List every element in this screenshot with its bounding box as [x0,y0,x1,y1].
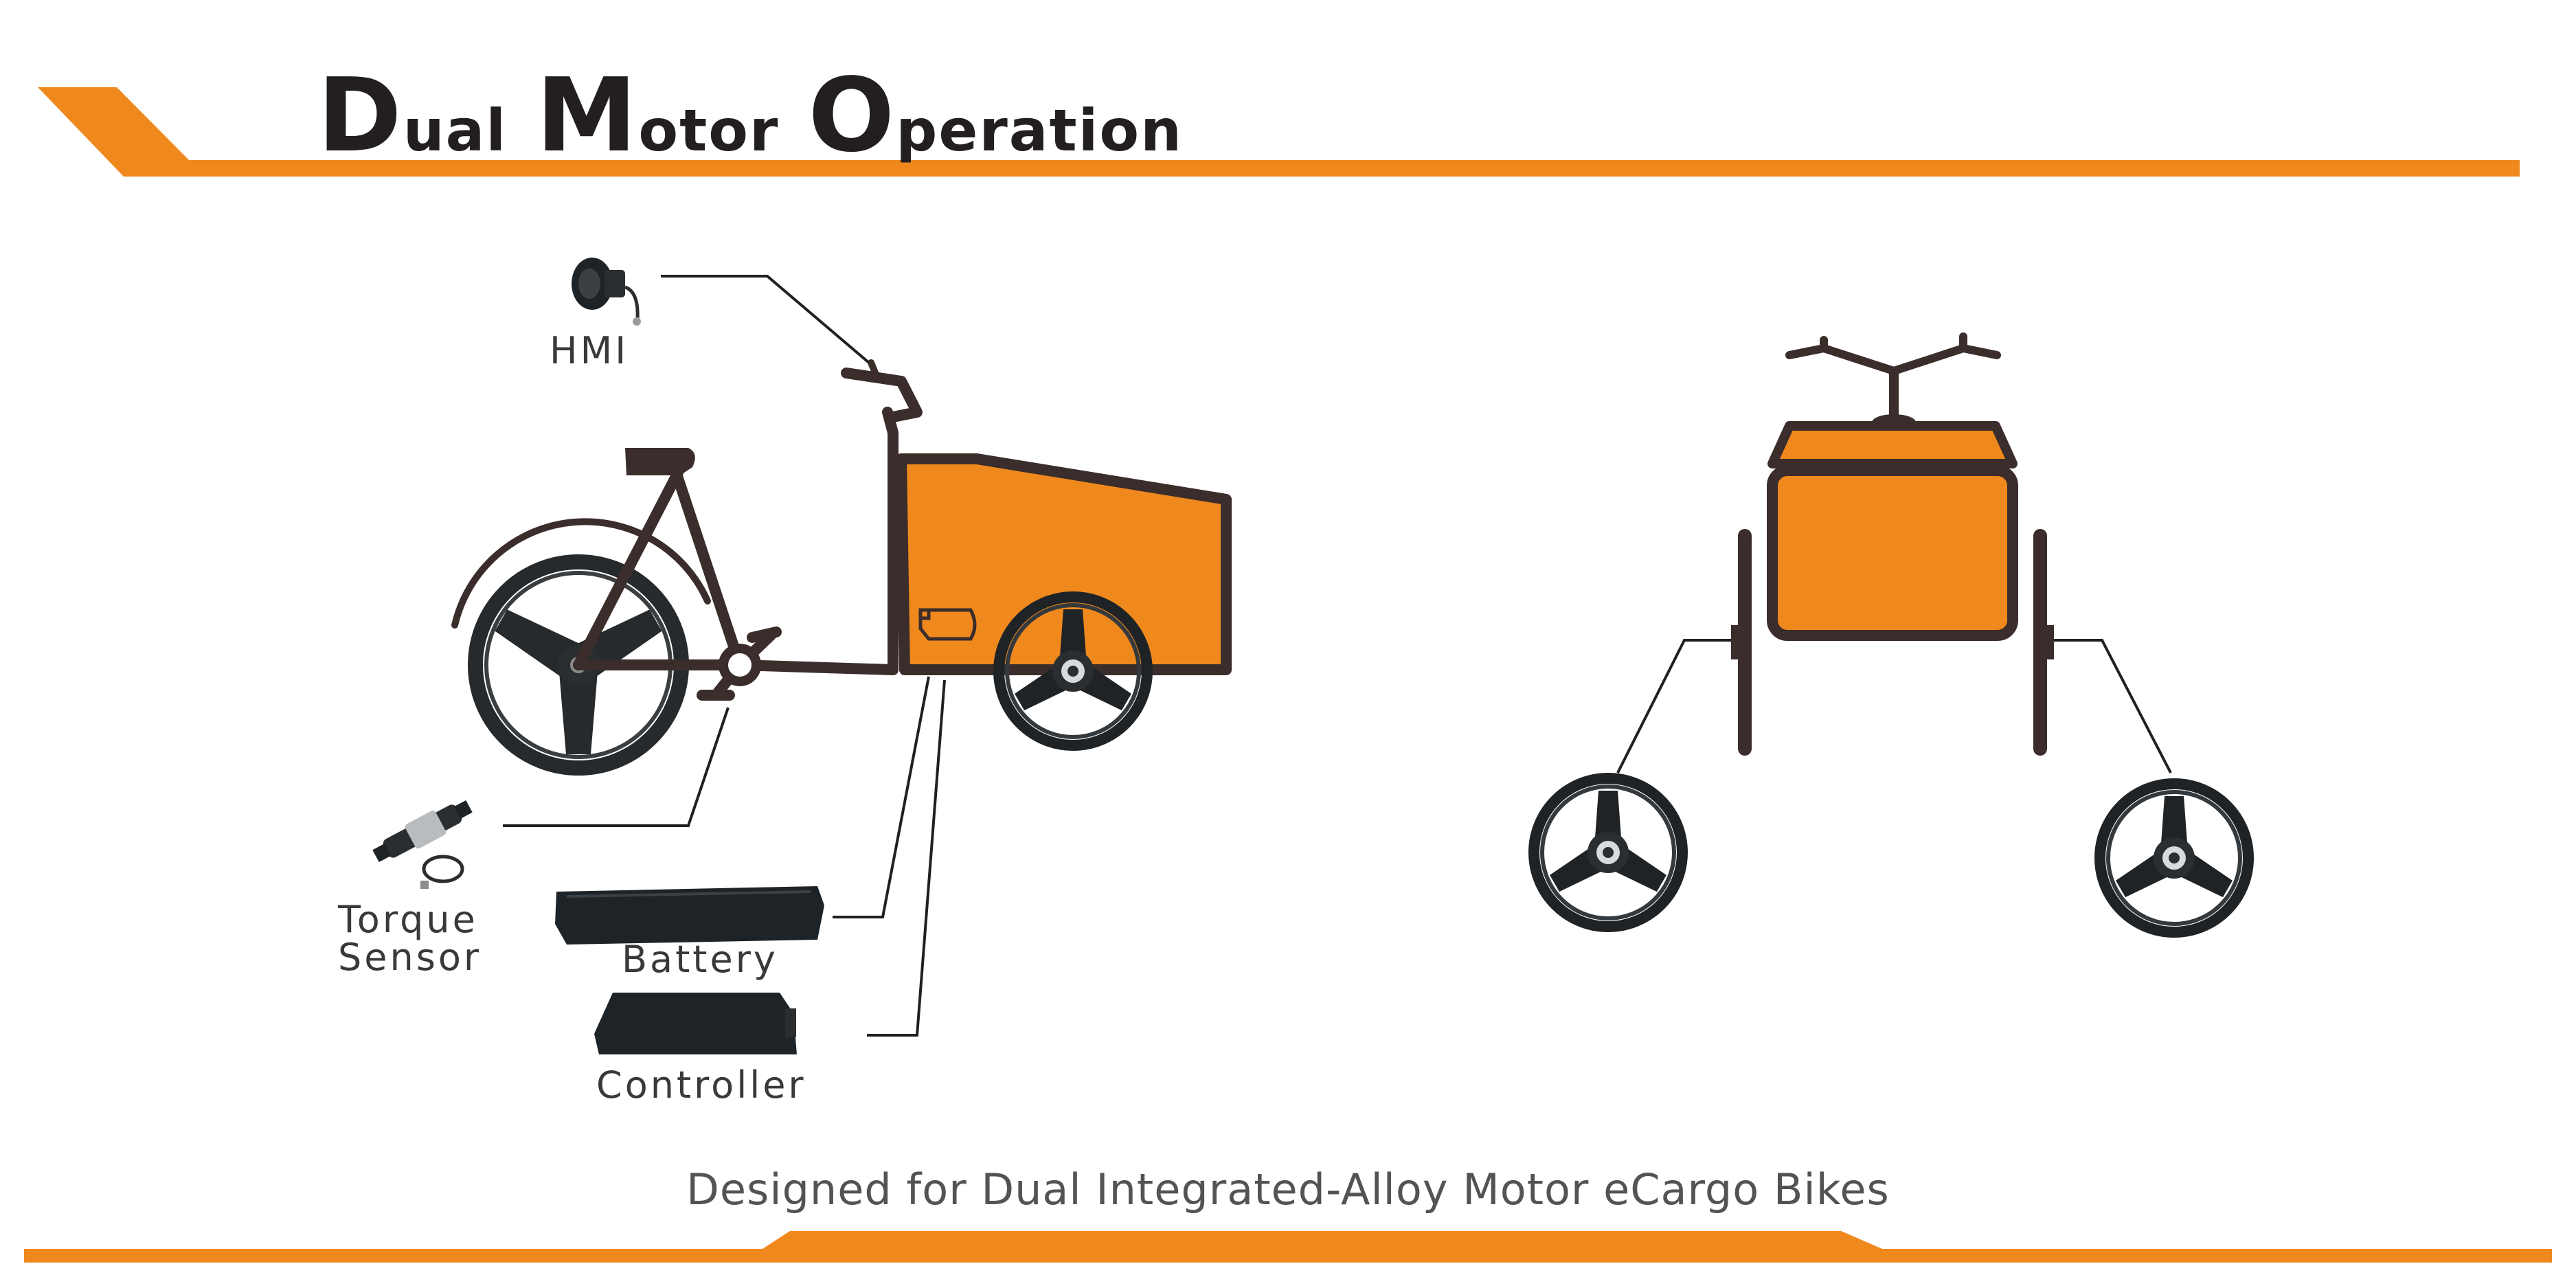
front-cargo-box [1767,465,2018,641]
battery-pack-icon [555,886,824,945]
title-rest-1: ual [403,97,508,164]
page-title: Dual Motor Operation [317,56,1183,174]
title-cap-3: O [808,56,896,174]
page-subtitle: Designed for Dual Integrated-Alloy Motor… [686,1164,1890,1214]
title-cap-2: M [536,56,639,174]
torque-sensor-icon [372,800,473,889]
header-accent-band [38,87,2520,177]
right-front-motor-wheel [2100,784,2248,932]
battery-label: Battery [622,938,778,981]
cargo-box [896,453,1232,675]
cargo-bike-front-view [1534,332,2248,932]
title-cap-1: D [317,56,403,174]
controller-label: Controller [596,1063,806,1107]
footer-accent-band [24,1231,2552,1263]
torque-sensor-label-line1: Torque [338,898,478,941]
cargo-bike-side-view [451,359,1232,768]
saddle [625,448,695,475]
leader-lines [503,275,946,1037]
title-rest-3: peration [896,97,1183,164]
handlebar [841,368,923,423]
controller-unit-icon [594,993,797,1054]
title-rest-2: otor [638,97,780,164]
battery-compartment-icon [918,608,977,641]
front-handlebar [1785,332,2001,375]
left-front-motor-wheel [1534,778,1682,927]
front-box-top [1767,421,2018,468]
hmi-label: HMI [550,329,629,372]
hmi-display-icon [572,258,641,326]
torque-sensor-label-line2: Sensor [338,936,482,979]
